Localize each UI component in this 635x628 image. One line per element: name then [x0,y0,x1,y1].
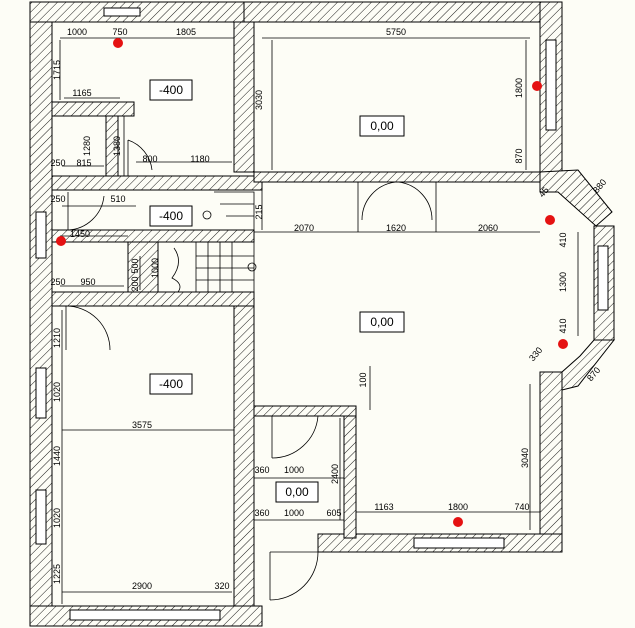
door-entrance-swing [269,551,319,601]
wall-room-top-left-bottom [51,101,135,117]
window-right [545,39,557,131]
dim: 250 [50,277,65,287]
dim: 1210 [52,328,62,348]
dim: 215 [254,204,264,219]
wall-top-left [29,1,263,23]
dim: 3575 [132,420,152,430]
dim: 250 [50,158,65,168]
dim: 510 [110,194,125,204]
walls [29,1,616,627]
dim: 815 [76,158,91,168]
dim: 200 [130,276,140,291]
wall-mid-left-1 [51,175,263,191]
dim: 2400 [330,464,340,484]
wall-inner-middle [233,21,255,173]
dim: 1180 [190,154,209,164]
level-room-top-right: 0,00 [370,119,394,133]
wall-top-right [243,1,563,23]
dim: 800 [142,154,157,164]
wall-bath-right [343,407,357,539]
door-hall-swing [67,192,105,231]
doors [65,139,437,601]
dim: 1800 [448,502,468,512]
window-bottom-living [413,537,505,549]
window-bay [597,245,609,311]
dim: 500 [130,258,140,273]
wall-inner-middle-lower [233,297,255,607]
window-left-1 [35,211,47,259]
dim: 1805 [176,27,196,37]
windows [35,7,609,621]
level-room-bottom-left: -400 [159,377,183,391]
marker-bottom [453,517,463,527]
wall-stair-bottom [51,291,255,307]
wall-stair-small [127,241,159,293]
dim: 1440 [52,446,62,466]
door-closet-swing [127,139,153,176]
dim: 1800 [514,78,524,98]
window-top [103,7,141,17]
window-bottom-left [69,609,221,621]
dim: 250 [50,194,65,204]
staircase [158,191,257,293]
dim: 360 [254,465,269,475]
level-stair-landing: -400 [159,209,183,223]
wall-bay-bottom [561,339,616,391]
dim: 320 [214,581,229,591]
dim: 2070 [294,223,314,233]
dim: 1000 [284,508,304,518]
dim: 1225 [52,564,62,584]
dim: 330 [527,345,544,363]
dim: 410 [558,232,568,247]
marker-right [532,81,542,91]
wall-living-top [253,171,541,183]
marker-top-left [113,38,123,48]
dim: 605 [326,508,341,518]
level-bathroom: 0,00 [285,485,309,499]
marker-left-hall [56,236,66,246]
dim: 45 [537,185,551,199]
dim: 3030 [254,90,264,110]
wall-right-bottom [539,371,563,553]
dimension-lines [59,37,579,604]
window-left-2 [35,367,47,419]
dim: 1163 [374,502,393,512]
dim: 1380 [112,136,122,156]
dim: 1000 [67,27,87,37]
dim: 1300 [558,272,568,292]
door-living-double [357,181,437,232]
window-left-3 [35,489,47,545]
dim: 1715 [52,60,62,80]
dim: 1020 [52,382,62,402]
dim: 100 [358,372,368,387]
level-room-top-left: -400 [159,83,183,97]
level-labels: -400 0,00 -400 0,00 -400 0,00 [149,79,405,503]
dim: 3040 [520,448,530,468]
dim: 740 [514,502,529,512]
stair-outline [158,241,255,293]
dim: 870 [514,148,524,163]
dim: 410 [558,318,568,333]
markers [56,38,568,527]
dim: 750 [112,27,127,37]
wall-bath-top [253,405,357,417]
marker-bay-bottom [558,339,568,349]
dim: 1000 [284,465,304,475]
dim: 5750 [386,27,406,37]
door-bath-swing [271,415,319,459]
dim: 1280 [82,136,92,156]
level-living-room: 0,00 [370,315,394,329]
dim: 1450 [70,229,90,239]
dim: 2900 [132,581,152,591]
dim: 2060 [478,223,498,233]
dim: 1620 [386,223,406,233]
dim: 950 [80,277,95,287]
dim: 1000 [150,258,160,278]
dim: 360 [254,508,269,518]
dim: 1020 [52,508,62,528]
dim: 1165 [72,88,91,98]
marker-bay-top [545,215,555,225]
door-room-bottom-left-swing [65,305,111,351]
